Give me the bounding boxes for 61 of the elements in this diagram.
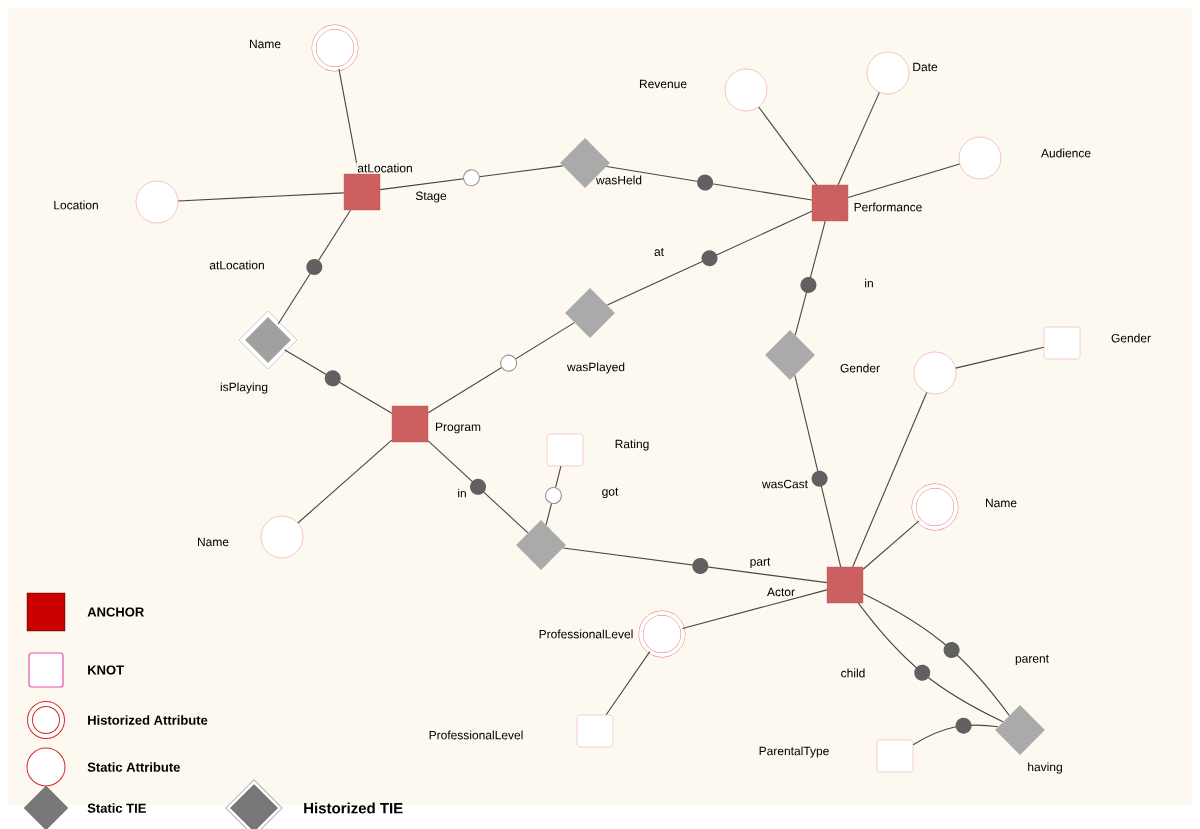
node-label: Performance [854, 202, 922, 212]
connector [955, 346, 1045, 369]
node-label: Name [986, 498, 1017, 508]
connector [862, 520, 920, 570]
legend-label: ANCHOR [87, 607, 144, 617]
node-label: having [1028, 762, 1062, 774]
legend-label: Historized Attribute [88, 715, 208, 725]
connector [606, 210, 813, 306]
edge-label: wasCast [761, 478, 809, 490]
legend-label: Historized TIE [304, 802, 403, 814]
connector [794, 220, 826, 336]
node-label: Actor [767, 587, 795, 597]
connector [862, 593, 1010, 717]
connector [283, 349, 393, 414]
connector [857, 602, 1004, 723]
node-label: Revenue [640, 79, 687, 89]
connector [379, 165, 564, 191]
connector [297, 439, 393, 524]
node-label: wasHeld [596, 175, 642, 185]
edge-label: in [456, 487, 468, 499]
tie-diamond [765, 330, 815, 380]
node-label: Audience [1041, 148, 1091, 158]
connector [338, 68, 360, 175]
legend-label: KNOT [88, 665, 124, 675]
connector [912, 717, 999, 746]
legend-label: Static TIE [87, 803, 146, 813]
connector [277, 209, 351, 325]
node-label: Name [250, 39, 281, 49]
connector [837, 91, 880, 186]
connector [177, 192, 345, 202]
node-label: ProfessionalLevel [429, 730, 523, 740]
connector [544, 465, 563, 526]
connector [605, 650, 651, 716]
edge-label: child [839, 667, 867, 679]
node-label: isPlaying [220, 382, 268, 394]
edge-label: atLocation [356, 162, 414, 174]
legend-label: Static Attribute [87, 762, 180, 772]
connector [427, 322, 575, 414]
node-label: Rating [615, 439, 649, 451]
connector [847, 163, 961, 199]
node-label: Stage [415, 191, 447, 203]
connector [606, 166, 813, 201]
connector [681, 589, 828, 630]
node-label: Location [54, 200, 98, 210]
edge-label: at [653, 247, 665, 257]
connector [758, 106, 818, 186]
node-label: Gender [840, 363, 880, 373]
connector [562, 547, 828, 584]
connector [427, 440, 529, 534]
node-label: Date [913, 62, 938, 72]
connector [794, 374, 842, 568]
node-label: Program [436, 422, 481, 434]
node-label: Gender [1111, 333, 1151, 343]
node-label: Name [198, 537, 229, 547]
node-label: ProfessionalLevel [539, 629, 633, 639]
edge-label: atLocation [208, 259, 266, 271]
tie-diamond [516, 520, 566, 570]
node-label: ParentalType [759, 746, 829, 758]
connector [852, 391, 928, 568]
node-label: wasPlayed [566, 362, 625, 374]
edge-label: in [863, 277, 875, 289]
